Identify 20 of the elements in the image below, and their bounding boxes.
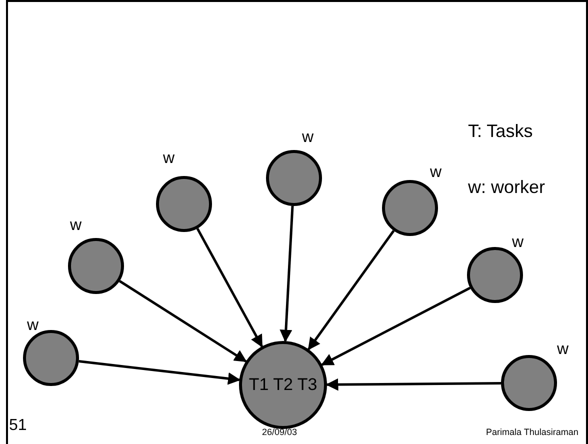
node-label: T1 T2 T3 [248,375,318,395]
arrow [280,206,294,342]
node-caption: w [302,130,314,146]
page-number: 51 [9,418,27,434]
node-caption: w [70,218,82,234]
arrow [308,230,395,350]
arrow [320,286,471,366]
arrow [326,378,502,391]
node-caption: w [512,235,524,251]
date-text: 26/09/03 [262,428,298,437]
arrow [78,360,241,385]
legend-text: T: Tasks [468,122,533,140]
legend-text: w: worker [468,178,546,196]
node-caption: w [27,318,39,334]
arrow [118,280,247,362]
arrow [196,228,263,348]
author-text: Parimala Thulasiraman [486,428,578,437]
node-caption: w [163,151,175,167]
node-caption: w [430,165,442,181]
node-caption: w [557,342,569,358]
